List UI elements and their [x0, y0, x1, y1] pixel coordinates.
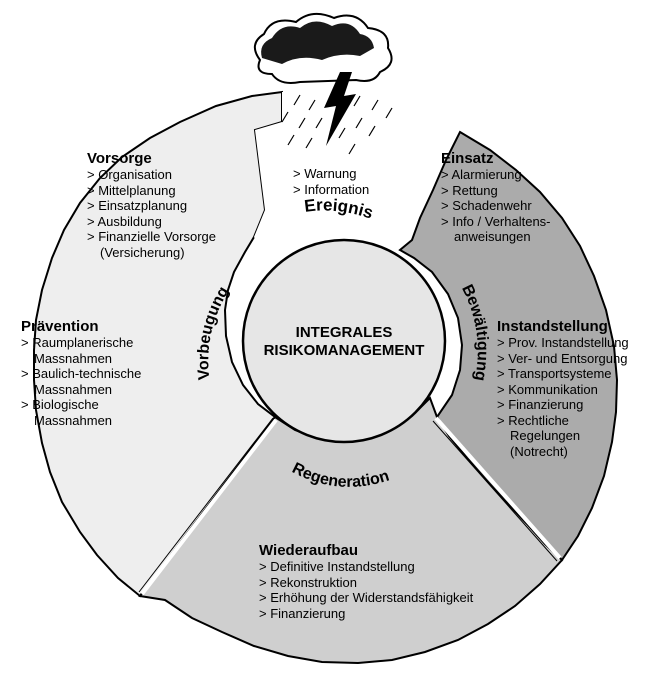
- ereignis-list: Warnung Information: [293, 166, 369, 197]
- separator-line: [432, 420, 558, 562]
- vorsorge-section: Vorsorge Organisation Mittelplanung Eins…: [87, 150, 216, 260]
- list-item: Mittelplanung: [87, 183, 216, 199]
- instandstellung-title: Instandstellung: [497, 318, 608, 335]
- wiederaufbau-title: Wiederaufbau: [259, 542, 359, 559]
- list-item: Ausbildung: [87, 214, 216, 230]
- list-item: Rekonstruktion: [259, 575, 473, 591]
- einsatz-list: Alarmierung Rettung Schadenwehr Info / V…: [441, 167, 551, 229]
- instandstellung-list: Prov. Instandstellung Ver- und Entsorgun…: [497, 335, 629, 459]
- center-title-line1: INTEGRALES: [295, 324, 393, 341]
- list-item: Finanzielle Vorsorge: [87, 229, 216, 245]
- einsatz-title: Einsatz: [441, 150, 494, 167]
- center-title: INTEGRALES RISIKOMANAGEMENT: [244, 324, 444, 360]
- separator-line: [434, 416, 562, 560]
- vorsorge-continuation: (Versicherung): [100, 244, 185, 260]
- einsatz-continuation: anweisungen: [454, 229, 531, 244]
- list-item: Finanzierung: [497, 397, 629, 413]
- wiederaufbau-section: Wiederaufbau Definitive Instandstellung …: [259, 542, 473, 621]
- wiederaufbau-list: Definitive Instandstellung Rekonstruktio…: [259, 559, 473, 621]
- list-item: Kommunikation: [497, 382, 629, 398]
- vorsorge-title: Vorsorge: [87, 150, 152, 167]
- praevention-title: Prävention: [21, 318, 99, 335]
- list-item: Schadenwehr: [441, 198, 551, 214]
- separator-line: [138, 417, 274, 593]
- list-item: Erhöhung der Widerstandsfähigkeit: [259, 590, 473, 606]
- instandstellung-section: Instandstellung Prov. Instandstellung Ve…: [497, 318, 629, 459]
- list-item: Einsatzplanung: [87, 198, 216, 214]
- list-item: Rettung: [441, 183, 551, 199]
- storm-cloud-icon: [253, 12, 393, 84]
- list-item: Definitive Instandstellung: [259, 559, 473, 575]
- lightning-bolt-icon: [324, 72, 356, 146]
- center-circle: [241, 238, 447, 444]
- list-item: Ver- und Entsorgung: [497, 351, 629, 367]
- vorsorge-list: Organisation Mittelplanung Einsatzplanun…: [87, 167, 217, 245]
- list-item: Warnung: [293, 166, 369, 182]
- list-item: Finanzierung: [259, 606, 473, 622]
- einsatz-section: Einsatz Alarmierung Rettung Schadenwehr …: [441, 150, 551, 245]
- ereignis-box: Warnung Information: [293, 166, 369, 197]
- list-item: Transportsysteme: [497, 366, 629, 382]
- list-item: Information: [293, 182, 369, 198]
- list-item: Info / Verhaltens-: [441, 214, 550, 230]
- rain-icon: [281, 94, 393, 155]
- list-item: Organisation: [87, 167, 216, 183]
- list-item: Alarmierung: [441, 167, 551, 183]
- list-item: Prov. Instandstellung: [497, 335, 628, 351]
- separator-line: [140, 418, 278, 596]
- center-title-line2: RISIKOMANAGEMENT: [263, 342, 425, 359]
